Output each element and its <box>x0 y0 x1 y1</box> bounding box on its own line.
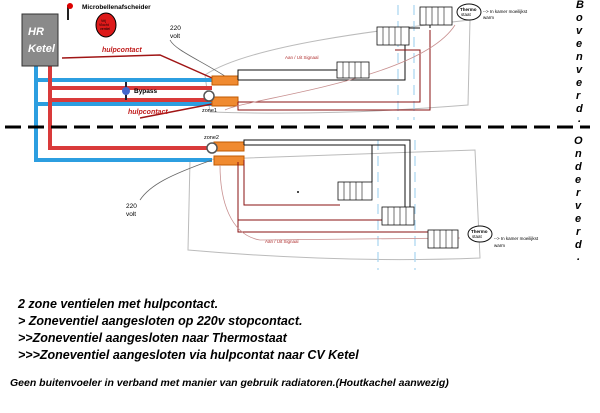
note-line-3: >>Zoneventiel aangesloten naar Thermosta… <box>18 331 287 345</box>
hulpcontact-label-bottom: hulpcontact <box>128 109 168 116</box>
upper-zone-outline <box>204 19 471 114</box>
room-note-top-1: --> In kamer moeilijkst <box>483 9 528 14</box>
separator-label: Microbellenafscheider <box>82 4 151 11</box>
signal-label-top: Aan / Uit Signaal <box>285 55 319 60</box>
svg-text:v: v <box>576 25 583 37</box>
zone1-motor <box>203 90 215 102</box>
power-cable-top <box>169 39 229 79</box>
boiler-line1: HR <box>28 26 44 38</box>
upper-radiators <box>336 6 453 79</box>
thermostat-top-2: staat <box>461 12 472 17</box>
svg-text:v: v <box>576 64 583 76</box>
red-valve <box>95 12 117 38</box>
zone2-valve-bottom <box>213 155 245 166</box>
note-line-4: >>>Zoneventiel aangesloten via hulpconta… <box>18 348 359 362</box>
svg-text:n: n <box>575 148 582 160</box>
svg-text:r: r <box>576 187 581 199</box>
svg-text:O: O <box>574 135 583 147</box>
svg-text:v: v <box>575 200 582 212</box>
svg-text:o: o <box>576 12 583 24</box>
note-line-2: > Zoneventiel aangesloten op 220v stopco… <box>18 314 303 328</box>
zone1-valve-bottom <box>211 96 239 107</box>
boiler-line2: Ketel <box>28 43 56 55</box>
red-valve-text-3: ventiel <box>100 27 110 31</box>
lower-zone-outline <box>187 149 481 261</box>
room-note-bottom-1: --> In kamer moeilijkst <box>494 236 539 241</box>
signal-label-bottom: Aan / Uit Signaal <box>265 239 299 244</box>
svg-text:e: e <box>575 174 581 186</box>
bypass-valve <box>122 87 130 95</box>
lower-return-loop <box>237 160 430 233</box>
hulpcontact-wire <box>61 54 213 119</box>
thermostat-top-1: Thermo <box>460 7 477 12</box>
power-cable-bottom <box>139 159 213 201</box>
thermostat-bottom <box>467 225 493 243</box>
red-return-pipe <box>48 66 212 150</box>
svg-text:n: n <box>576 51 583 63</box>
upper-radiator-fins <box>342 7 445 78</box>
upper-supply-loop <box>237 11 440 81</box>
svg-text:d: d <box>575 239 582 251</box>
junction-dot <box>297 191 299 193</box>
svg-text:d: d <box>576 103 583 115</box>
thermostat-top <box>456 3 482 21</box>
explanation-notes: 2 zone ventielen met hulpcontact. > Zone… <box>18 296 598 364</box>
svg-text:r: r <box>576 226 581 238</box>
voltage-top-1: 220 <box>170 25 181 32</box>
hr-boiler <box>21 13 59 67</box>
bypass-label: Bypass <box>134 88 158 95</box>
side-label-bottom: O n d e r v e r d . <box>574 135 583 263</box>
voltage-top-2: volt <box>170 33 180 40</box>
note-line-1: 2 zone ventielen met hulpcontact. <box>18 297 219 311</box>
svg-text:.: . <box>577 251 580 263</box>
zone1-valve-top <box>211 75 239 86</box>
room-note-top-2: warm <box>483 15 494 20</box>
red-valve-text-2: Vlocht <box>99 23 109 27</box>
svg-text:d: d <box>575 161 582 173</box>
thermostat-bottom-2: staat <box>472 234 483 239</box>
svg-text:B: B <box>576 0 584 11</box>
room-note-bottom-2: warm <box>494 243 505 248</box>
voltage-bottom-1: 220 <box>126 203 137 210</box>
lower-signal-wire <box>219 164 461 241</box>
zone1-label: zone1 <box>202 108 217 114</box>
svg-text:.: . <box>578 113 581 125</box>
hulpcontact-label-top: hulpcontact <box>102 47 142 54</box>
heating-zone-diagram: HR Ketel Microbellenafscheider Vrij Vloc… <box>5 0 590 270</box>
footnote: Geen buitenvoeler in verband met manier … <box>10 377 449 389</box>
separator-valve <box>67 3 73 9</box>
zone2-valve-top <box>213 141 245 152</box>
svg-text:e: e <box>576 38 582 50</box>
svg-text:r: r <box>576 90 581 102</box>
lower-supply-loop <box>243 139 411 225</box>
zone2-label: zone2 <box>204 135 219 141</box>
lower-radiator-fins <box>343 182 453 248</box>
blue-supply-pipe <box>34 66 212 162</box>
thermostat-bottom-1: Thermo <box>471 229 488 234</box>
upper-signal-wire <box>224 24 456 111</box>
red-valve-text-1: Vrij <box>101 19 106 23</box>
svg-text:e: e <box>575 213 581 225</box>
dashed-floor-lines <box>377 5 416 270</box>
svg-text:e: e <box>576 77 582 89</box>
zone2-motor <box>206 142 218 154</box>
voltage-bottom-2: volt <box>126 211 136 218</box>
side-label-top: B o v e n v e r d . <box>576 0 584 125</box>
